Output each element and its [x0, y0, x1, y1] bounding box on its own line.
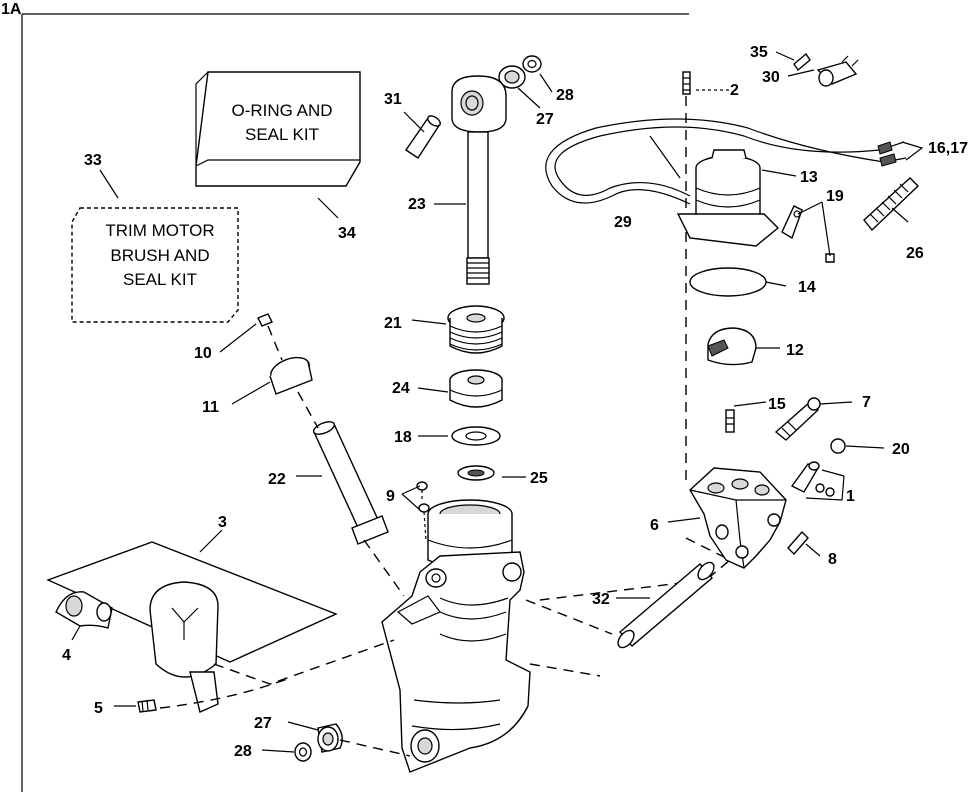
part-28-washer-bottom: [294, 742, 312, 762]
callout-30: 30: [762, 69, 780, 86]
callout-5: 5: [94, 700, 103, 717]
part-8-screw: [787, 530, 809, 556]
part-22-cylinder-tube: [312, 421, 389, 545]
callout-21: 21: [384, 315, 402, 332]
leader-lines: [71, 51, 924, 753]
trim-kit-line-1: TRIM MOTOR: [105, 221, 214, 240]
part-28-washer-top: [522, 55, 542, 73]
trim-kit-line-2: BRUSH AND: [110, 246, 209, 265]
part-29-wire-harness: [545, 118, 907, 205]
callout-27-top: 27: [536, 111, 554, 128]
part-10-screw: [257, 313, 273, 327]
part-23-piston-rod: [451, 75, 507, 285]
part-31-pin: [405, 115, 442, 159]
part-14-oring: [689, 267, 767, 297]
part-35-screw: [793, 52, 811, 72]
callout-31: 31: [384, 91, 402, 108]
part-5-screw: [137, 699, 157, 713]
part-9-screws: [416, 481, 430, 541]
callout-23: 23: [408, 196, 426, 213]
callout-2: 2: [730, 82, 739, 99]
part-12-filter: [707, 327, 757, 366]
part-2-screw: [682, 71, 691, 95]
diagram-frame: [21, 13, 689, 792]
part-7-valve: [774, 397, 821, 441]
callout-7: 7: [862, 394, 871, 411]
callout-28-top: 28: [556, 87, 574, 104]
part-13-trim-motor: [676, 149, 780, 247]
callout-24: 24: [392, 380, 410, 397]
oring-kit-line-1: O-RING AND: [231, 101, 332, 120]
callout-6: 6: [650, 517, 659, 534]
oring-kit-line-2: SEAL KIT: [245, 125, 319, 144]
part-32-pin: [617, 561, 715, 649]
callout-18: 18: [394, 429, 412, 446]
callout-3: 3: [218, 514, 227, 531]
part-3-reservoir-plate: [46, 541, 338, 713]
trim-motor-kit-box: TRIM MOTOR BRUSH AND SEAL KIT: [71, 207, 239, 323]
callout-8: 8: [828, 551, 837, 568]
part-6-pump-body: [689, 467, 787, 569]
callout-28-bottom: 28: [234, 743, 252, 760]
part-24-piston: [449, 369, 503, 408]
part-26-spring: [863, 177, 920, 232]
callout-19: 19: [826, 188, 844, 205]
callout-4: 4: [62, 647, 71, 664]
part-15-screw: [725, 409, 735, 433]
part-4-clip: [55, 591, 113, 629]
part-1-valve-set: [790, 461, 835, 497]
part-30-connector: [816, 55, 859, 87]
callout-29: 29: [614, 214, 632, 231]
callout-14: 14: [798, 279, 816, 296]
part-11-threaded-cap: [269, 356, 313, 395]
oring-seal-kit-box: O-RING AND SEAL KIT: [195, 71, 361, 187]
callout-34: 34: [338, 225, 356, 242]
callout-20: 20: [892, 441, 910, 458]
figure-tag: 1A: [1, 1, 22, 18]
part-18-seal-ring: [451, 426, 501, 446]
callout-22: 22: [268, 471, 286, 488]
callout-25: 25: [530, 470, 548, 487]
part-21-threaded-cap: [447, 305, 505, 354]
part-27-bushing-top: [498, 65, 526, 89]
callout-9: 9: [386, 488, 395, 505]
callout-15: 15: [768, 396, 786, 413]
callout-11: 11: [202, 399, 219, 416]
part-25-nut: [457, 465, 495, 481]
callout-13: 13: [800, 169, 818, 186]
part-27-bushing-bottom: [317, 723, 343, 753]
callout-labels: 31 28 27 2 35 30 16,17 13 19 29 26 14 12…: [62, 44, 968, 760]
callout-27-bottom: 27: [254, 715, 272, 732]
callout-32: 32: [592, 591, 610, 608]
callout-26: 26: [906, 245, 924, 262]
callout-10: 10: [194, 345, 212, 362]
callout-35: 35: [750, 44, 768, 61]
callout-12: 12: [786, 342, 804, 359]
callout-16-17: 16,17: [928, 140, 968, 157]
trim-kit-line-3: SEAL KIT: [123, 270, 197, 289]
trim-cylinder-housing: [381, 499, 531, 773]
part-20-ball: [830, 438, 846, 454]
callout-1: 1: [846, 488, 855, 505]
part-19-bracket: [781, 205, 835, 263]
callout-33: 33: [84, 152, 102, 169]
